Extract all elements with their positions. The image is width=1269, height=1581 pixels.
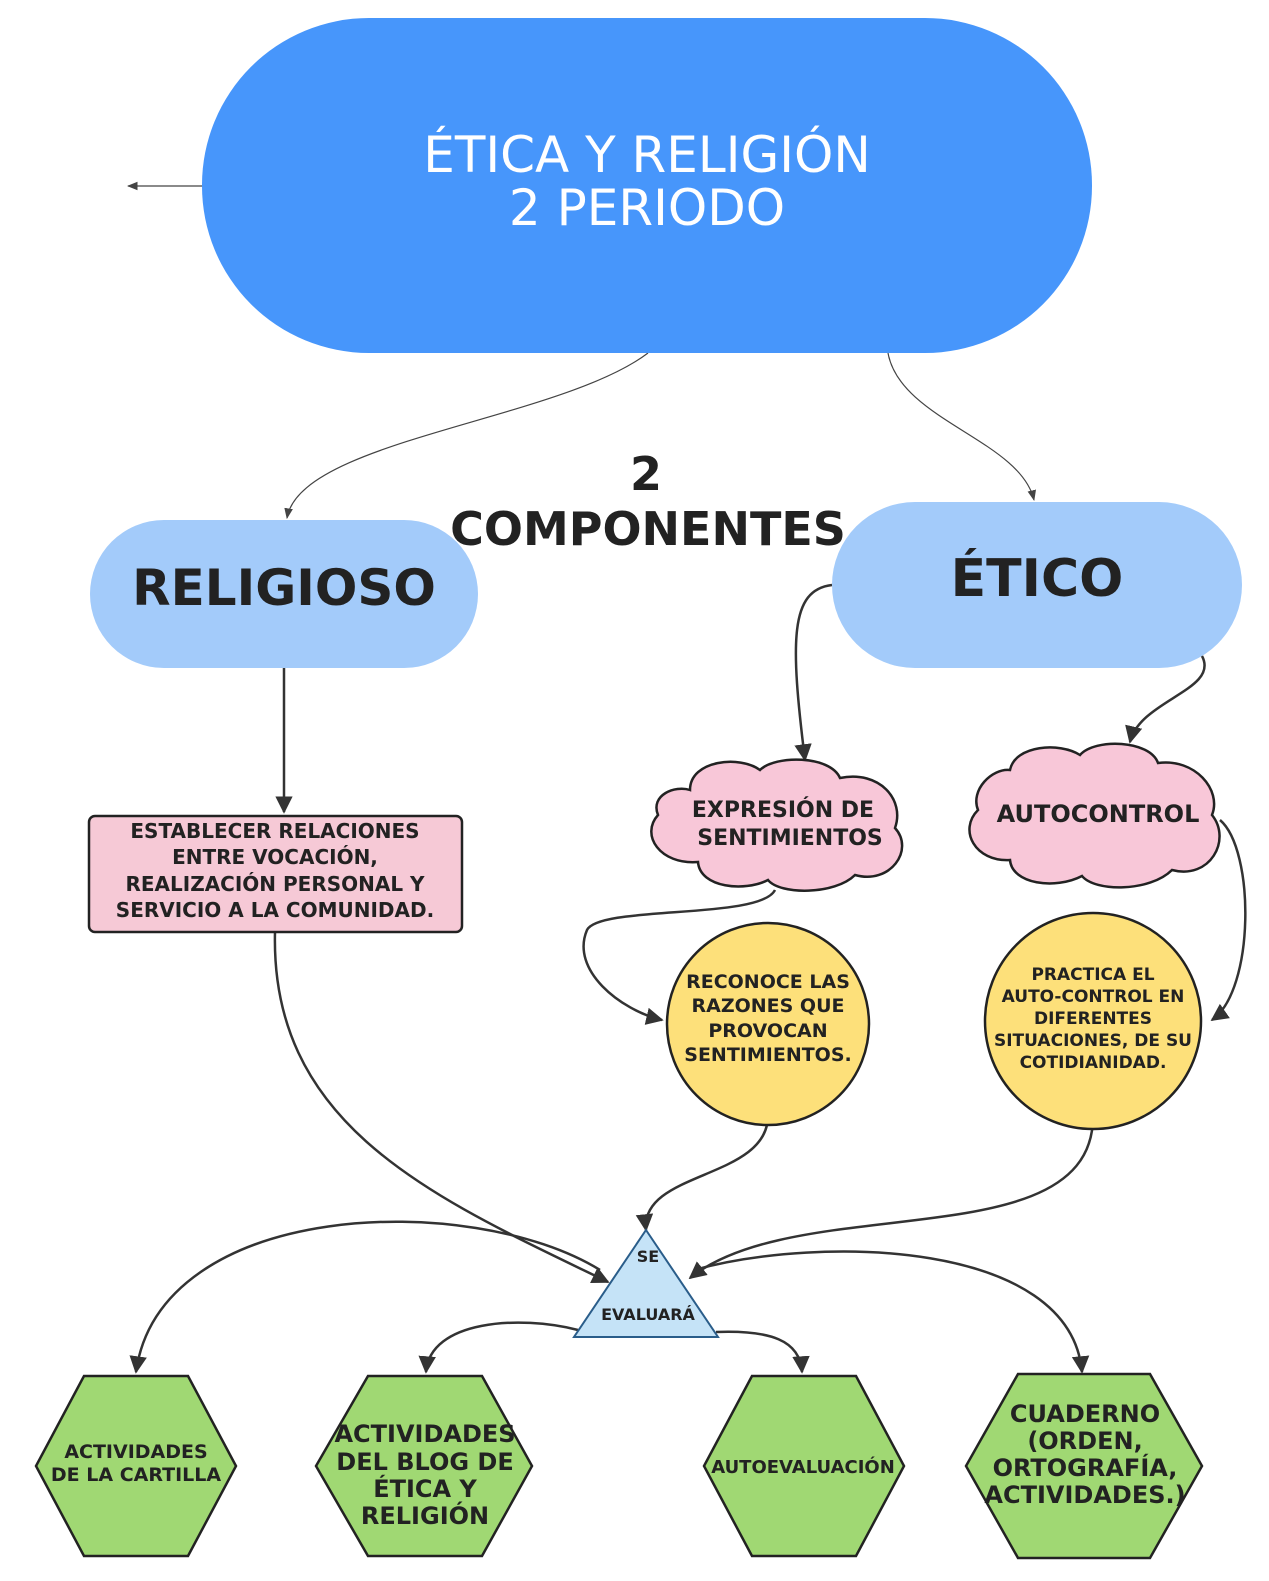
edge-triangle-item-1 <box>129 1220 601 1374</box>
node-religioso-task[interactable]: ESTABLECER RELACIONES ENTRE VOCACIÓN, RE… <box>87 814 464 934</box>
item-autoevaluacion-line-1: AUTOEVALUACIÓN <box>711 1456 895 1478</box>
item-cuaderno-line-1: CUADERNO <box>1010 1400 1160 1428</box>
edge-etico-expresion <box>794 583 833 762</box>
edge-title-religioso <box>284 352 649 520</box>
node-item-cartilla[interactable]: ACTIVIDADES DE LA CARTILLA <box>34 1374 238 1558</box>
practica-line-3: DIFERENTES <box>1034 1009 1152 1029</box>
autocontrol-cloud <box>968 742 1221 889</box>
reconoce-line-4: SENTIMIENTOS. <box>684 1044 851 1066</box>
components-count: 2 <box>630 447 662 501</box>
item-cartilla-hexagon <box>34 1374 238 1558</box>
node-item-autoevaluacion[interactable]: AUTOEVALUACIÓN <box>702 1374 906 1558</box>
components-word: COMPONENTES <box>450 502 846 556</box>
title-line-2: 2 PERIODO <box>509 179 785 237</box>
etico-pill <box>832 502 1242 668</box>
item-cuaderno-line-2: (ORDEN, <box>1027 1427 1142 1455</box>
edge-triangle-item-3 <box>715 1330 810 1374</box>
item-blog-line-2: DEL BLOG DE <box>336 1448 513 1476</box>
etico-label: ÉTICO <box>951 548 1124 609</box>
item-autoevaluacion-hexagon <box>702 1374 906 1558</box>
practica-line-1: PRACTICA EL <box>1031 965 1154 985</box>
reconoce-line-2: RAZONES QUE <box>691 995 844 1017</box>
node-item-cuaderno[interactable]: CUADERNO (ORDEN, ORTOGRAFÍA, ACTIVIDADES… <box>964 1372 1204 1560</box>
evaluacion-triangle <box>572 1228 720 1338</box>
expresion-line-2: SENTIMIENTOS <box>697 826 883 851</box>
node-reconoce[interactable]: RECONOCE LAS RAZONES QUE PROVOCAN SENTIM… <box>665 921 871 1127</box>
edge-reconoce-triangle <box>635 1113 770 1232</box>
node-evaluacion[interactable]: SE EVALUARÁ <box>572 1228 720 1338</box>
evaluacion-line-2: EVALUARÁ <box>601 1305 695 1324</box>
task-box <box>87 814 464 934</box>
item-blog-line-1: ACTIVIDADES <box>334 1420 515 1448</box>
edge-title-etico <box>887 352 1036 502</box>
edge-autocontrol-practica <box>1210 819 1247 1022</box>
item-blog-line-3: ÉTICA Y <box>373 1474 477 1503</box>
expresion-line-1: EXPRESIÓN DE <box>692 797 874 823</box>
edges <box>126 181 1247 1374</box>
item-cuaderno-line-3: ORTOGRAFÍA, <box>993 1453 1178 1482</box>
components-label: 2 COMPONENTES <box>450 447 846 556</box>
title-pill <box>202 18 1092 353</box>
task-line-4: SERVICIO A LA COMUNIDAD. <box>116 898 434 922</box>
node-item-blog[interactable]: ACTIVIDADES DEL BLOG DE ÉTICA Y RELIGIÓN <box>314 1374 534 1558</box>
edge-task-triangle <box>273 931 610 1284</box>
node-religioso[interactable]: RELIGIOSO <box>90 520 478 668</box>
item-cuaderno-line-4: ACTIVIDADES.) <box>984 1481 1185 1509</box>
node-practica[interactable]: PRACTICA EL AUTO-CONTROL EN DIFERENTES S… <box>983 911 1203 1131</box>
edge-triangle-item-4 <box>693 1250 1090 1374</box>
edge-expresion-reconoce <box>582 889 777 1025</box>
item-blog-line-4: RELIGIÓN <box>361 1500 489 1530</box>
item-cuaderno-hexagon <box>964 1372 1204 1560</box>
edge-practica-triangle <box>688 1114 1095 1280</box>
task-line-2: ENTRE VOCACIÓN, <box>172 845 378 869</box>
religioso-label: RELIGIOSO <box>132 559 436 617</box>
practica-line-5: COTIDIANIDAD. <box>1020 1053 1167 1073</box>
evaluacion-line-1: SE <box>637 1247 659 1266</box>
title-node[interactable]: ÉTICA Y RELIGIÓN 2 PERIODO <box>202 18 1092 353</box>
reconoce-line-3: PROVOCAN <box>708 1020 827 1042</box>
practica-line-2: AUTO-CONTROL EN <box>1002 987 1185 1007</box>
practica-circle <box>983 911 1203 1131</box>
item-cartilla-line-1: ACTIVIDADES <box>64 1441 207 1463</box>
expresion-cloud <box>650 758 904 892</box>
reconoce-circle <box>665 921 871 1127</box>
item-cartilla-line-2: DE LA CARTILLA <box>51 1464 221 1486</box>
religioso-pill <box>90 520 478 668</box>
item-blog-hexagon <box>314 1374 534 1558</box>
task-line-3: REALIZACIÓN PERSONAL Y <box>125 872 425 896</box>
reconoce-line-1: RECONOCE LAS <box>686 971 850 993</box>
node-autocontrol[interactable]: AUTOCONTROL <box>968 742 1221 889</box>
autocontrol-label: AUTOCONTROL <box>997 800 1200 828</box>
edge-triangle-item-2 <box>418 1321 579 1374</box>
node-etico[interactable]: ÉTICO <box>832 502 1242 668</box>
edge-etico-autocontrol <box>1125 655 1206 744</box>
practica-line-4: SITUACIONES, DE SU <box>994 1031 1192 1051</box>
title-line-1: ÉTICA Y RELIGIÓN <box>423 125 871 184</box>
task-line-1: ESTABLECER RELACIONES <box>130 819 419 843</box>
node-expresion[interactable]: EXPRESIÓN DE SENTIMIENTOS <box>650 758 904 892</box>
